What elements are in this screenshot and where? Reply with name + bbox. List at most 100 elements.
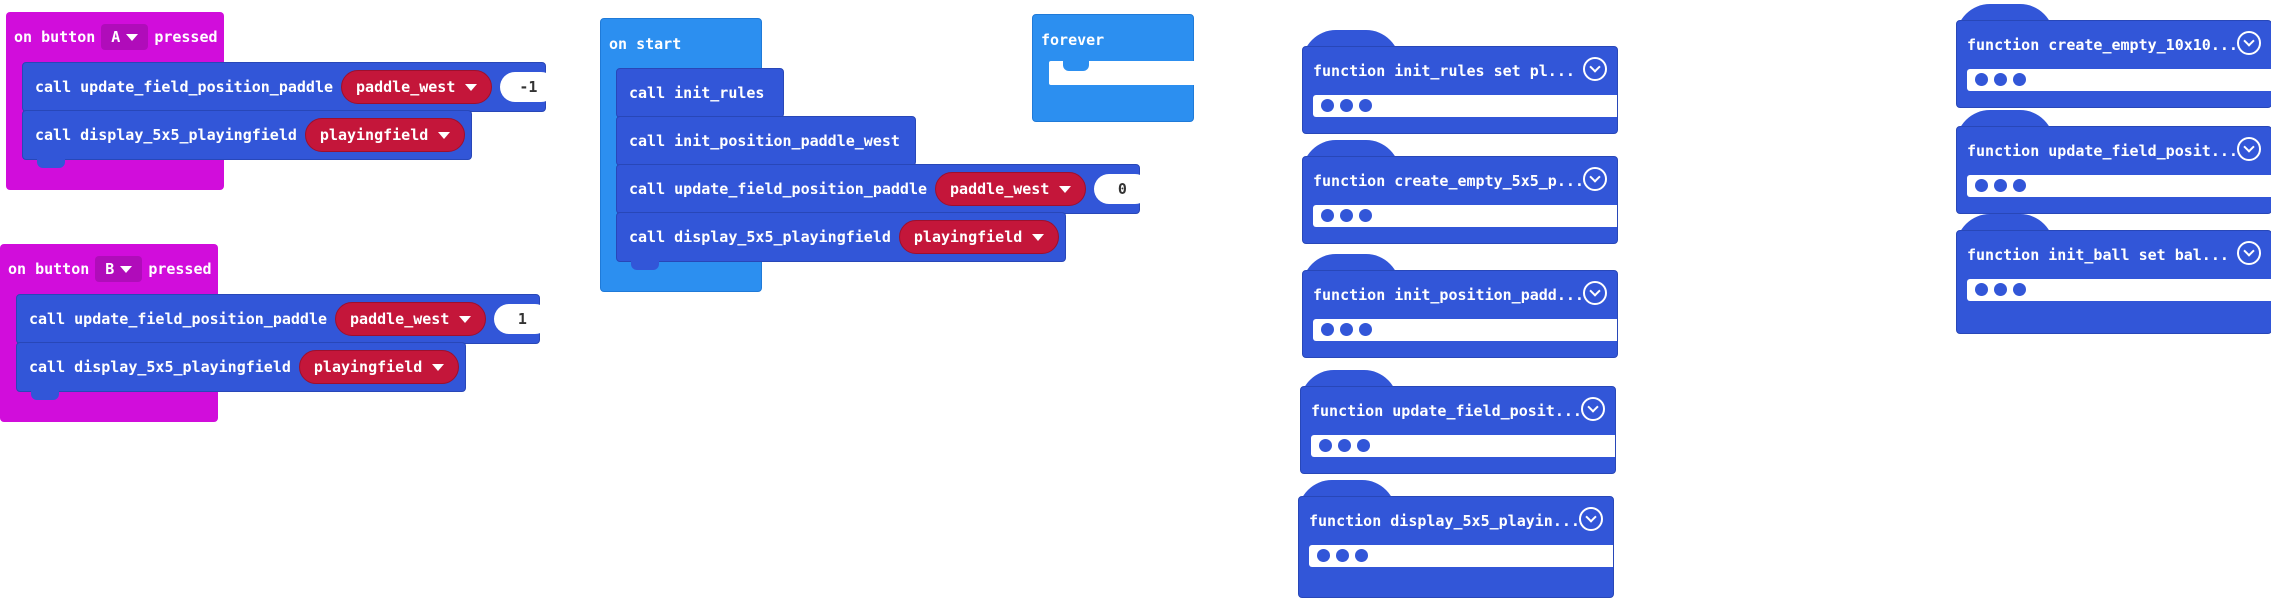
call-label: call display_5x5_playingfield <box>35 126 297 144</box>
variable-dropdown[interactable]: playingfield <box>298 350 460 384</box>
variable-dropdown[interactable]: playingfield <box>304 118 466 152</box>
variable-name: paddle_west <box>350 310 450 328</box>
ellipsis-icon <box>1975 283 2026 296</box>
number-input[interactable]: -1 <box>500 72 557 102</box>
function-title: function display_5x5_playin... <box>1309 512 1580 530</box>
call-label: call update_field_position_paddle <box>29 310 328 328</box>
variable-name: paddle_west <box>356 78 456 96</box>
ellipsis-icon <box>1321 323 1372 336</box>
statement-slot[interactable] <box>1049 61 1221 85</box>
expand-icon[interactable] <box>1583 167 1607 191</box>
variable-name: playingfield <box>319 126 429 144</box>
call-update-field-position-paddle-block[interactable]: call update_field_position_paddle paddle… <box>22 62 557 120</box>
variable-name: playingfield <box>913 228 1023 246</box>
chevron-down-icon <box>459 315 472 323</box>
call-label: call init_position_paddle_west <box>629 132 900 150</box>
call-label: call update_field_position_paddle <box>35 78 334 96</box>
call-label: call display_5x5_playingfield <box>629 228 891 246</box>
call-display-playingfield-block[interactable]: call display_5x5_playingfield playingfie… <box>616 212 1066 270</box>
call-update-field-position-paddle-block[interactable]: call update_field_position_paddle paddle… <box>16 294 551 352</box>
function-title: function init_ball set bal... <box>1967 246 2229 264</box>
function-title: function create_empty_5x5_p... <box>1313 172 1584 190</box>
variable-dropdown[interactable]: paddle_west <box>935 172 1087 206</box>
collapsed-body[interactable] <box>1313 95 1617 117</box>
function-body: function init_rules set pl... <box>1302 46 1618 134</box>
call-label: call update_field_position_paddle <box>629 180 928 198</box>
function-def-init-position-paddle[interactable]: function init_position_padd... <box>1302 254 1618 358</box>
chevron-down-icon <box>438 131 451 139</box>
collapsed-body[interactable] <box>1967 175 2271 197</box>
expand-icon[interactable] <box>1583 57 1607 81</box>
function-title: function create_empty_10x10... <box>1967 36 2238 54</box>
function-def-create-empty-10x10[interactable]: function create_empty_10x10... <box>1956 4 2271 108</box>
event-title: forever <box>1041 31 1105 49</box>
block-notch <box>31 390 59 400</box>
variable-dropdown[interactable]: paddle_west <box>341 70 493 104</box>
function-def-update-field-position[interactable]: function update_field_posit... <box>1300 370 1616 474</box>
expand-icon[interactable] <box>2237 241 2261 265</box>
function-def-init-ball[interactable]: function init_ball set bal... <box>1956 214 2271 334</box>
button-select-value: B <box>105 260 115 278</box>
call-update-field-position-paddle-block[interactable]: call update_field_position_paddle paddle… <box>616 164 1151 222</box>
function-title: function init_position_padd... <box>1313 286 1584 304</box>
chevron-down-icon <box>432 363 445 371</box>
call-init-rules-block[interactable]: call init_rules <box>616 68 784 126</box>
collapsed-body[interactable] <box>1313 205 1617 227</box>
expand-icon[interactable] <box>2237 31 2261 55</box>
call-display-playingfield-block[interactable]: call display_5x5_playingfield playingfie… <box>22 110 472 168</box>
ellipsis-icon <box>1975 179 2026 192</box>
event-label-prefix: on button <box>14 28 96 46</box>
event-label-suffix: pressed <box>154 28 218 46</box>
function-body: function update_field_posit... <box>1300 386 1616 474</box>
number-input[interactable]: 1 <box>494 304 551 334</box>
ellipsis-icon <box>1317 549 1368 562</box>
call-display-playingfield-block[interactable]: call display_5x5_playingfield playingfie… <box>16 342 466 400</box>
expand-icon[interactable] <box>1579 507 1603 531</box>
event-header: on button A pressed <box>14 24 218 50</box>
collapsed-body[interactable] <box>1313 319 1617 341</box>
call-label: call init_rules <box>629 84 765 102</box>
event-title: on start <box>609 35 682 53</box>
function-def-create-empty-5x5[interactable]: function create_empty_5x5_p... <box>1302 140 1618 244</box>
collapsed-body[interactable] <box>1311 435 1615 457</box>
event-header: forever <box>1041 27 1104 53</box>
function-title: function init_rules set pl... <box>1313 62 1575 80</box>
chevron-down-icon <box>1032 233 1045 241</box>
collapsed-body[interactable] <box>1309 545 1613 567</box>
function-def-display-5x5-playingfield[interactable]: function display_5x5_playin... <box>1298 480 1614 598</box>
event-header: on start <box>609 31 681 57</box>
expand-icon[interactable] <box>2237 137 2261 161</box>
variable-name: paddle_west <box>950 180 1050 198</box>
block-notch <box>37 158 65 168</box>
ellipsis-icon <box>1321 209 1372 222</box>
event-label-prefix: on button <box>8 260 90 278</box>
call-label: call display_5x5_playingfield <box>29 358 291 376</box>
expand-icon[interactable] <box>1581 397 1605 421</box>
expand-icon[interactable] <box>1583 281 1607 305</box>
function-def-init-rules[interactable]: function init_rules set pl... <box>1302 30 1618 134</box>
collapsed-body[interactable] <box>1967 279 2271 301</box>
chevron-down-icon <box>1059 185 1072 193</box>
variable-dropdown[interactable]: playingfield <box>898 220 1060 254</box>
variable-name: playingfield <box>313 358 423 376</box>
function-def-update-field-position-2[interactable]: function update_field_posit... <box>1956 110 2271 214</box>
ellipsis-icon <box>1321 99 1372 112</box>
button-select-dropdown[interactable]: A <box>101 24 149 50</box>
function-title: function update_field_posit... <box>1967 142 2238 160</box>
function-body: function create_empty_5x5_p... <box>1302 156 1618 244</box>
button-select-value: A <box>111 28 121 46</box>
function-body: function display_5x5_playin... <box>1298 496 1614 598</box>
block-notch <box>631 260 659 270</box>
function-body: function create_empty_10x10... <box>1956 20 2271 108</box>
ellipsis-icon <box>1319 439 1370 452</box>
variable-dropdown[interactable]: paddle_west <box>335 302 487 336</box>
ellipsis-icon <box>1975 73 2026 86</box>
number-input[interactable]: 0 <box>1094 174 1151 204</box>
collapsed-body[interactable] <box>1967 69 2271 91</box>
event-forever[interactable]: forever <box>1032 14 1221 122</box>
chevron-down-icon <box>465 83 478 91</box>
call-init-position-paddle-west-block[interactable]: call init_position_paddle_west <box>616 116 916 174</box>
button-select-dropdown[interactable]: B <box>95 256 143 282</box>
block-notch <box>1063 61 1089 71</box>
function-body: function init_ball set bal... <box>1956 230 2271 334</box>
